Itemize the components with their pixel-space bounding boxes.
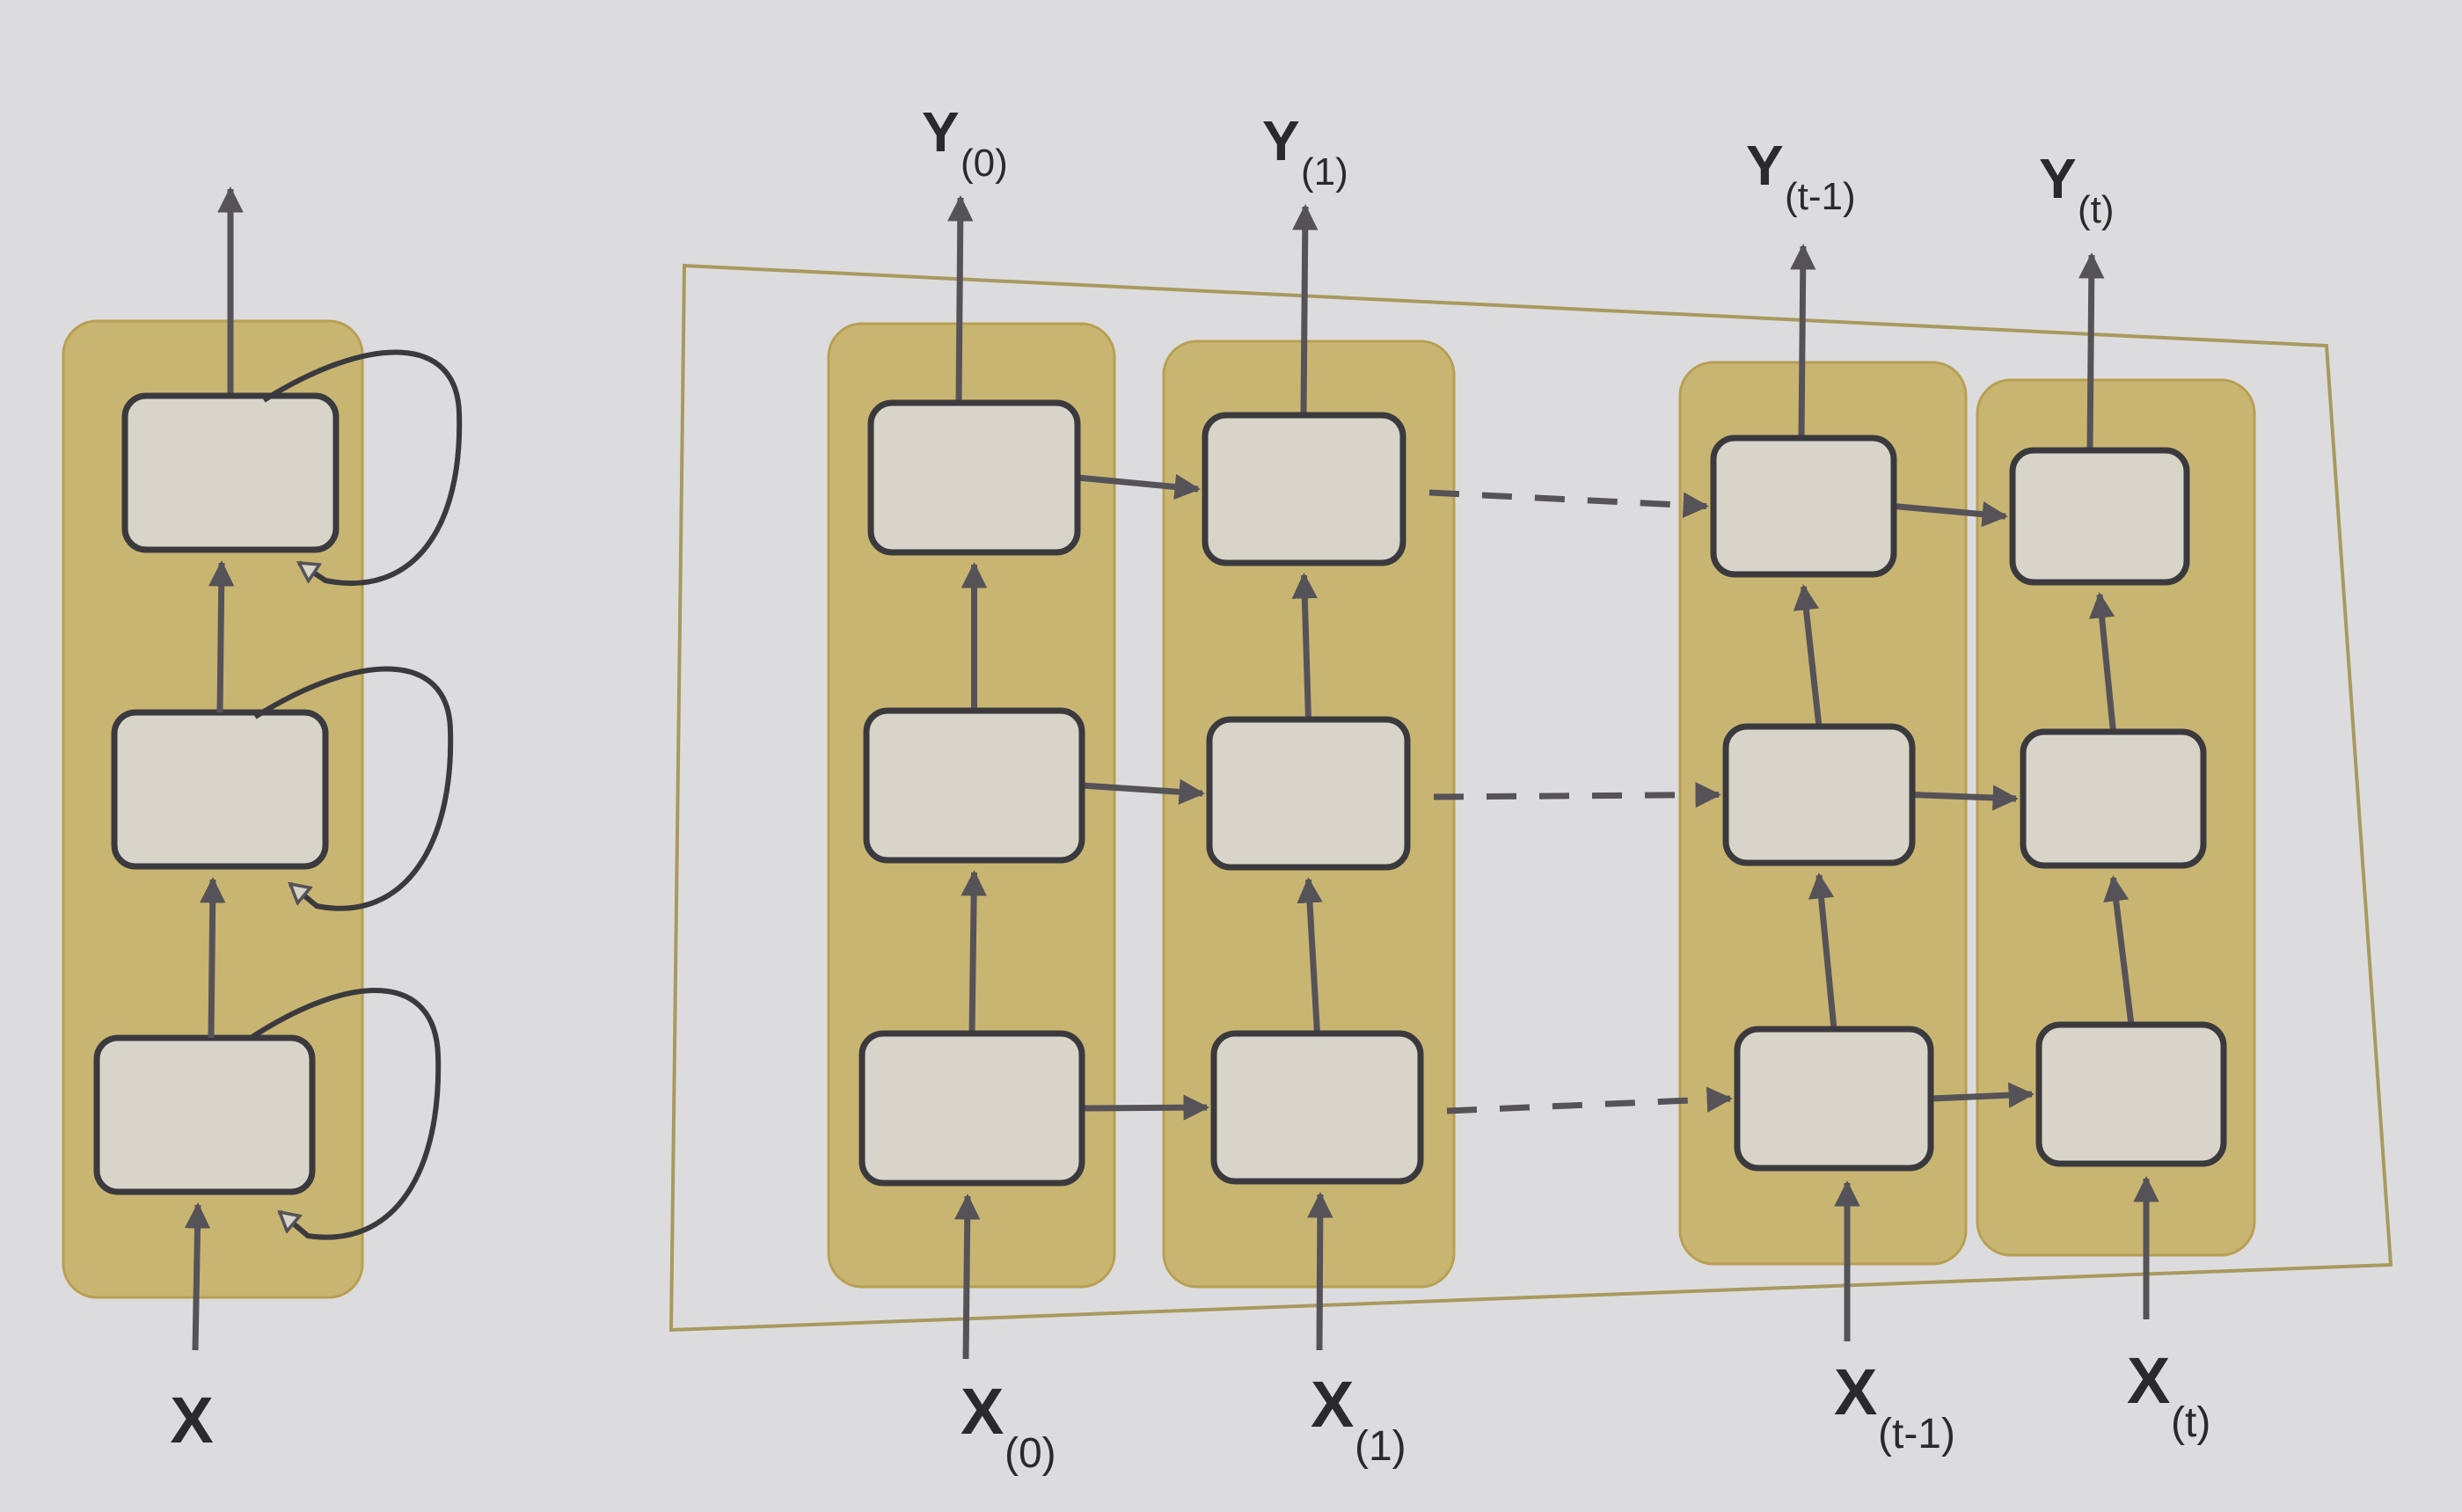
dashed-arrow-top	[1428, 489, 1709, 518]
cell-t1-middle	[1206, 716, 1411, 871]
vertical-arrow-t0-bottom-to-middle	[961, 870, 987, 1034]
state-arrow-t2-bottom	[1930, 1082, 2035, 1108]
cell-t1-bottom	[1210, 1030, 1424, 1185]
output-arrow-2	[1790, 244, 1816, 439]
folded-loop-top	[262, 349, 463, 587]
input-arrow-1	[1307, 1192, 1333, 1351]
vertical-arrow-t1-middle-to-top	[1291, 573, 1318, 720]
state-arrow-t0-middle	[1081, 778, 1205, 805]
cell-t1-top	[1202, 412, 1406, 566]
output-label-0: Y	[922, 100, 960, 164]
output-arrow-0	[947, 195, 974, 404]
folded-cell-middle	[111, 709, 329, 870]
folded-input-arrow	[184, 1202, 211, 1351]
dashed-arrow-bottom	[1446, 1086, 1733, 1114]
output-arrow-1	[1292, 204, 1319, 416]
cell-t2-top	[1710, 435, 1897, 578]
input-label-1: X	[1311, 1368, 1354, 1441]
output-arrow-3	[2078, 252, 2105, 451]
unrolled-frame	[668, 263, 2393, 1333]
folded-loop-middle	[253, 666, 454, 911]
input-label-sub-3: (t)	[2171, 1399, 2210, 1446]
folded-input-label: X	[170, 1384, 213, 1457]
cell-t3-middle	[2020, 728, 2207, 869]
vertical-arrow-t2-bottom-to-middle	[1808, 873, 1837, 1030]
cell-t2-bottom	[1734, 1026, 1934, 1172]
cell-t0-middle	[863, 707, 1085, 864]
unrolled-network: Y(0)X(0)Y(1)X(1)Y(t-1)X(t-1)Y(t)X(t)	[668, 100, 2393, 1477]
folded-arrow-bottom-to-middle	[200, 877, 226, 1039]
folded-network: X	[62, 186, 463, 1457]
cell-t0-bottom	[858, 1030, 1085, 1187]
input-label-sub-0: (0)	[1005, 1430, 1056, 1477]
state-arrow-t0-top	[1077, 473, 1201, 500]
folded-arrow-middle-to-top	[208, 560, 235, 713]
output-label-sub-2: (t-1)	[1785, 175, 1856, 218]
folded-cell-top	[121, 392, 340, 553]
output-label-sub-0: (0)	[961, 142, 1008, 185]
cell-t3-bottom	[2035, 1021, 2227, 1167]
cell-t3-top	[2009, 447, 2190, 586]
input-label-0: X	[961, 1375, 1004, 1448]
output-label-1: Y	[1262, 109, 1300, 172]
output-label-3: Y	[2039, 147, 2077, 210]
folded-cell-bottom	[93, 1034, 316, 1195]
input-label-2: X	[1834, 1355, 1877, 1428]
input-label-sub-2: (t-1)	[1878, 1411, 1955, 1457]
cell-t0-top	[867, 399, 1081, 556]
input-label-3: X	[2127, 1344, 2170, 1417]
vertical-arrow-t3-middle-to-top	[2088, 592, 2116, 733]
vertical-arrow-t3-bottom-to-middle	[2103, 875, 2135, 1026]
vertical-arrow-t1-bottom-to-middle	[1297, 877, 1323, 1034]
state-arrow-t2-top	[1893, 500, 2008, 528]
output-label-2: Y	[1746, 134, 1784, 197]
output-label-sub-1: (1)	[1301, 150, 1348, 194]
cell-t2-middle	[1722, 723, 1916, 866]
dashed-arrow-middle	[1433, 782, 1721, 808]
output-label-sub-3: (t)	[2078, 188, 2115, 231]
input-label-sub-1: (1)	[1355, 1423, 1406, 1470]
vertical-arrow-t2-middle-to-top	[1793, 584, 1823, 727]
state-arrow-t0-bottom	[1081, 1094, 1209, 1121]
input-arrow-0	[954, 1194, 981, 1360]
state-arrow-t2-middle	[1911, 785, 2019, 811]
folded-loop-bottom	[249, 988, 442, 1240]
